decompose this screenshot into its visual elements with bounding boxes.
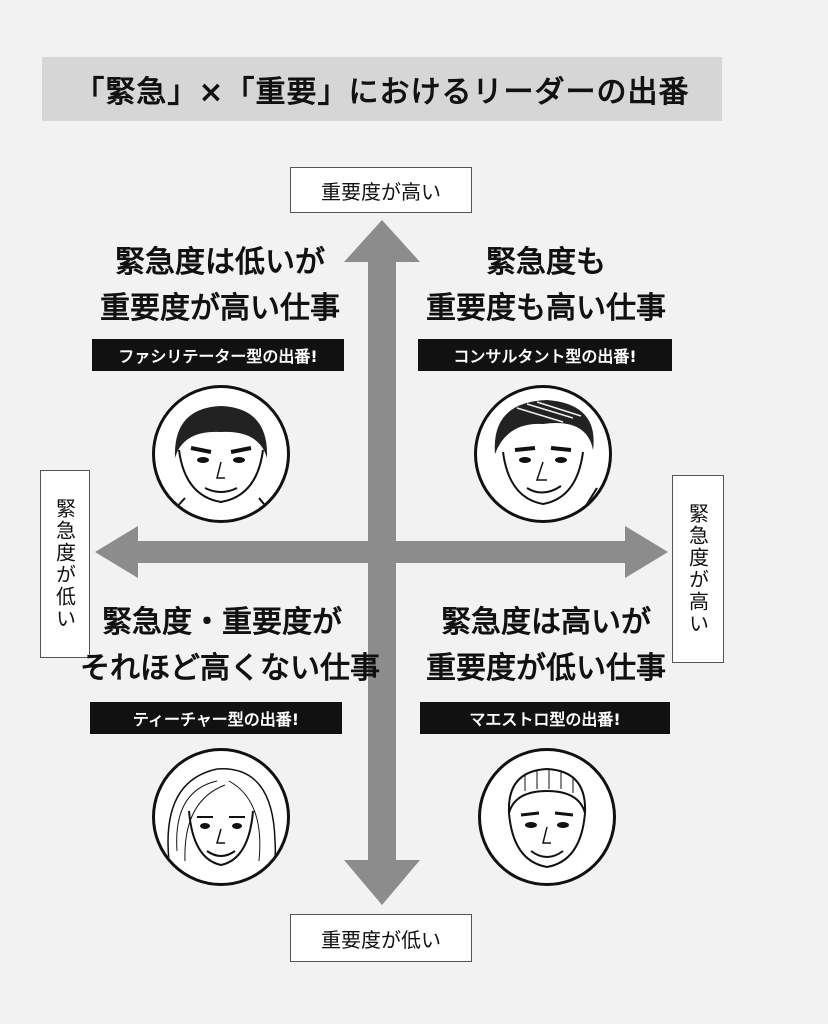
axis-label-importance-low: 重要度が低い xyxy=(290,914,472,962)
consultant-portrait xyxy=(474,385,612,523)
teacher-portrait xyxy=(152,748,290,886)
axis-label-urgency-low: 緊急度が低い xyxy=(40,470,90,658)
quadrant-heading-line: 緊急度・重要度が xyxy=(102,605,342,640)
quadrant-heading-line: 緊急度は低いが xyxy=(115,245,325,280)
quadrant-heading-line: それほど高くない仕事 xyxy=(80,651,380,686)
quadrant-bottom-right-tag: マエストロ型の出番! xyxy=(420,702,670,734)
quadrant-heading-line: 緊急度は高いが xyxy=(441,605,651,640)
quadrant-bottom-left-heading: 緊急度・重要度が それほど高くない仕事 xyxy=(80,600,380,692)
horizontal-axis-arrow xyxy=(95,526,668,578)
maestro-portrait xyxy=(478,748,616,886)
quadrant-heading-line: 重要度も高い仕事 xyxy=(426,291,666,326)
diagram-title: 「緊急」×「重要」におけるリーダーの出番 xyxy=(42,57,722,121)
axis-label-importance-high: 重要度が高い xyxy=(290,167,472,213)
quadrant-top-right-heading: 緊急度も 重要度も高い仕事 xyxy=(404,240,688,332)
quadrant-top-left-heading: 緊急度は低いが 重要度が高い仕事 xyxy=(80,240,360,332)
facilitator-portrait xyxy=(152,385,290,523)
quadrant-heading-line: 重要度が低い仕事 xyxy=(426,651,666,686)
axis-label-urgency-high: 緊急度が高い xyxy=(672,475,724,663)
quadrant-bottom-left-tag: ティーチャー型の出番! xyxy=(90,702,342,734)
quadrant-heading-line: 緊急度も xyxy=(486,245,606,280)
quadrant-heading-line: 重要度が高い仕事 xyxy=(100,291,340,326)
quadrant-top-right-tag: コンサルタント型の出番! xyxy=(418,339,672,371)
quadrant-top-left-tag: ファシリテーター型の出番! xyxy=(92,339,344,371)
quadrant-bottom-right-heading: 緊急度は高いが 重要度が低い仕事 xyxy=(404,600,688,692)
